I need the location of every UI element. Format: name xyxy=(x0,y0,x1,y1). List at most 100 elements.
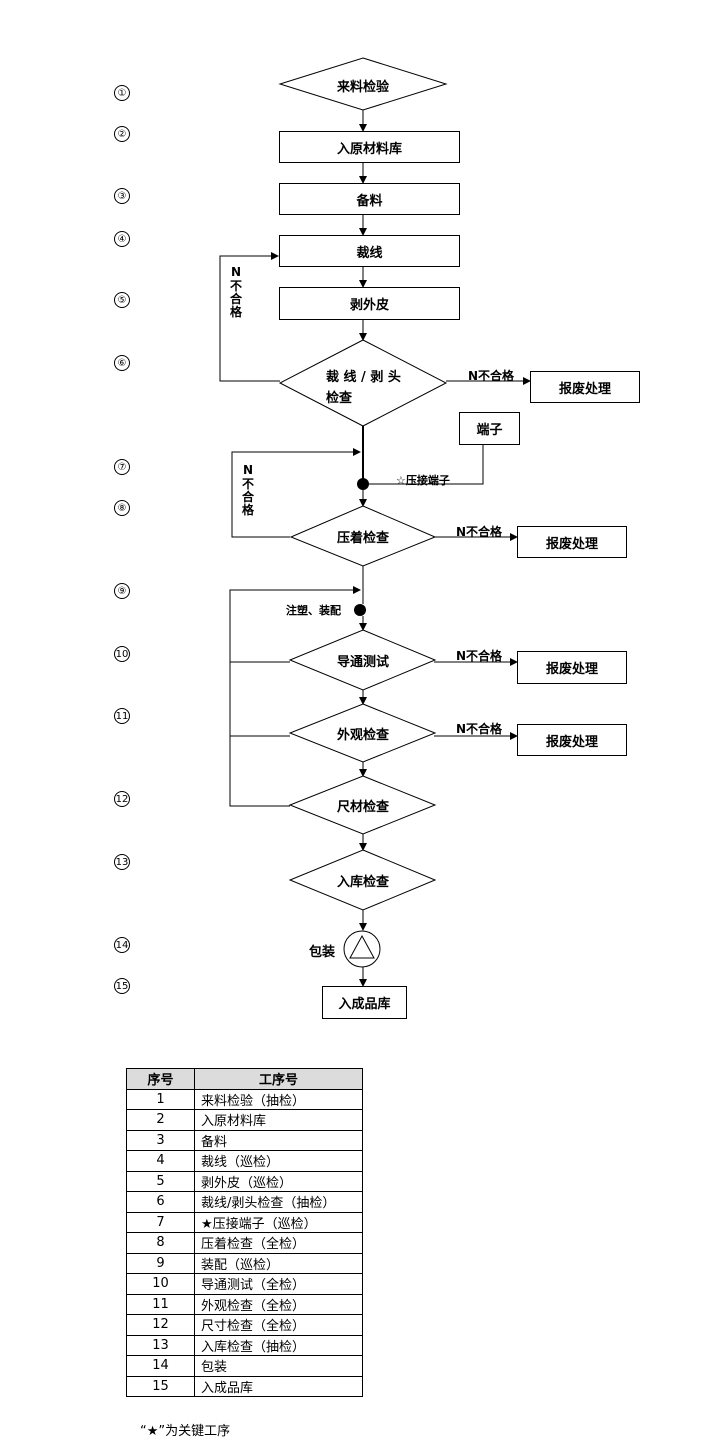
table-cell: 11 xyxy=(126,1293,195,1315)
step-number: ⑤ xyxy=(114,292,130,308)
crimp-check-diamond xyxy=(289,505,437,567)
step-number: ⑧ xyxy=(114,500,130,516)
scrap-box: 报废处理 xyxy=(530,371,640,403)
table-cell: 13 xyxy=(126,1334,195,1356)
flowchart-lines xyxy=(219,57,531,987)
table-cell: 包装 xyxy=(194,1355,363,1377)
loop-fail-text: 不合格 xyxy=(241,477,254,517)
table-cell: 压着检查（全检） xyxy=(194,1232,363,1254)
table-header-row: 序号 工序号 xyxy=(126,1068,363,1090)
table-cell: 10 xyxy=(126,1273,195,1295)
table-cell: 入成品库 xyxy=(194,1375,363,1397)
packaging-triangle xyxy=(349,934,375,959)
step-number: 13 xyxy=(114,854,130,870)
key-process-note: “★”为关键工序 xyxy=(140,1424,231,1439)
finished-storage-box: 入成品库 xyxy=(322,986,407,1019)
loop-fail-text: 不合格 xyxy=(229,279,242,319)
incoming-inspection-diamond xyxy=(278,57,448,111)
fail-label: N不合格 xyxy=(456,649,502,663)
scrap-box: 报废处理 xyxy=(517,724,627,756)
cut-strip-check-label-line1: 裁 线 / 剥 头 xyxy=(326,370,401,385)
crimp-check-label: 压着检查 xyxy=(336,531,389,546)
cut-strip-check-diamond xyxy=(278,339,448,427)
loop-fail-n: N xyxy=(230,265,242,279)
packaging-label: 包装 xyxy=(309,945,336,960)
table-cell: 装配（巡检） xyxy=(194,1252,363,1274)
warehouse-check-label: 入库检查 xyxy=(336,875,389,890)
table-cell: 7 xyxy=(126,1211,195,1233)
fail-marker: N xyxy=(456,649,467,663)
table-header: 序号 xyxy=(126,1068,195,1090)
table-cell: 导通测试（全检） xyxy=(194,1273,363,1295)
step-number: ⑥ xyxy=(114,355,130,371)
scrap-box: 报废处理 xyxy=(517,651,627,684)
table-cell: 4 xyxy=(126,1150,195,1172)
step-number: ⑦ xyxy=(114,459,130,475)
assembly-junction-dot xyxy=(354,604,366,616)
step-number: ④ xyxy=(114,231,130,247)
table-cell: 1 xyxy=(126,1088,195,1110)
table-cell: 入库检查（抽检） xyxy=(194,1334,363,1356)
fail-marker: N xyxy=(468,369,479,383)
step-number: ② xyxy=(114,126,130,142)
wire-cutting-box: 裁线 xyxy=(279,235,460,267)
table-cell: 12 xyxy=(126,1314,195,1336)
table-cell: 裁线（巡检） xyxy=(194,1150,363,1172)
fail-text: 不合格 xyxy=(466,649,503,663)
stripping-box: 剥外皮 xyxy=(279,287,460,320)
table-cell: 备料 xyxy=(194,1129,363,1151)
fail-label: N不合格 xyxy=(468,369,514,383)
step-number: ① xyxy=(114,85,130,101)
loop-fail-n: N xyxy=(242,463,254,477)
table-cell: 裁线/剥头检查（抽检） xyxy=(194,1191,363,1213)
table-cell: 来料检验（抽检） xyxy=(194,1088,363,1110)
step-number: 14 xyxy=(114,937,130,953)
table-cell: 15 xyxy=(126,1375,195,1397)
table-cell: 8 xyxy=(126,1232,195,1254)
crimp-junction-dot xyxy=(357,478,369,490)
step-number: 12 xyxy=(114,791,130,807)
visual-check-label: 外观检查 xyxy=(336,728,389,743)
table-cell: ★压接端子（巡检） xyxy=(194,1211,363,1233)
continuity-test-diamond xyxy=(288,629,437,691)
table-row: 7★压接端子（巡检） xyxy=(126,1211,363,1233)
table-cell: 5 xyxy=(126,1170,195,1192)
table-cell: 6 xyxy=(126,1191,195,1213)
cut-strip-check-label-line2: 检查 xyxy=(326,391,353,406)
table-cell: 入原材料库 xyxy=(194,1109,363,1131)
step-number: ③ xyxy=(114,188,130,204)
fail-marker: N xyxy=(456,525,467,539)
fail-label: N不合格 xyxy=(456,722,502,736)
dimension-check-diamond xyxy=(288,775,437,835)
table-cell: 2 xyxy=(126,1109,195,1131)
fail-marker: N xyxy=(456,722,467,736)
step-number: 15 xyxy=(114,978,130,994)
material-prep-box: 备料 xyxy=(279,183,460,215)
table-cell: 外观检查（全检） xyxy=(194,1293,363,1315)
table-cell: 尺寸检查（全检） xyxy=(194,1314,363,1336)
fail-text: 不合格 xyxy=(466,722,503,736)
step-number: 10 xyxy=(114,646,130,662)
table-cell: 14 xyxy=(126,1355,195,1377)
table-cell: 3 xyxy=(126,1129,195,1151)
fail-label: N不合格 xyxy=(456,525,502,539)
table-cell: 剥外皮（巡检） xyxy=(194,1170,363,1192)
terminal-box: 端子 xyxy=(459,412,520,445)
scrap-box: 报废处理 xyxy=(517,526,627,558)
continuity-test-label: 导通测试 xyxy=(336,655,389,670)
step-number: 11 xyxy=(114,708,130,724)
dimension-check-label: 尺材检查 xyxy=(336,800,389,815)
